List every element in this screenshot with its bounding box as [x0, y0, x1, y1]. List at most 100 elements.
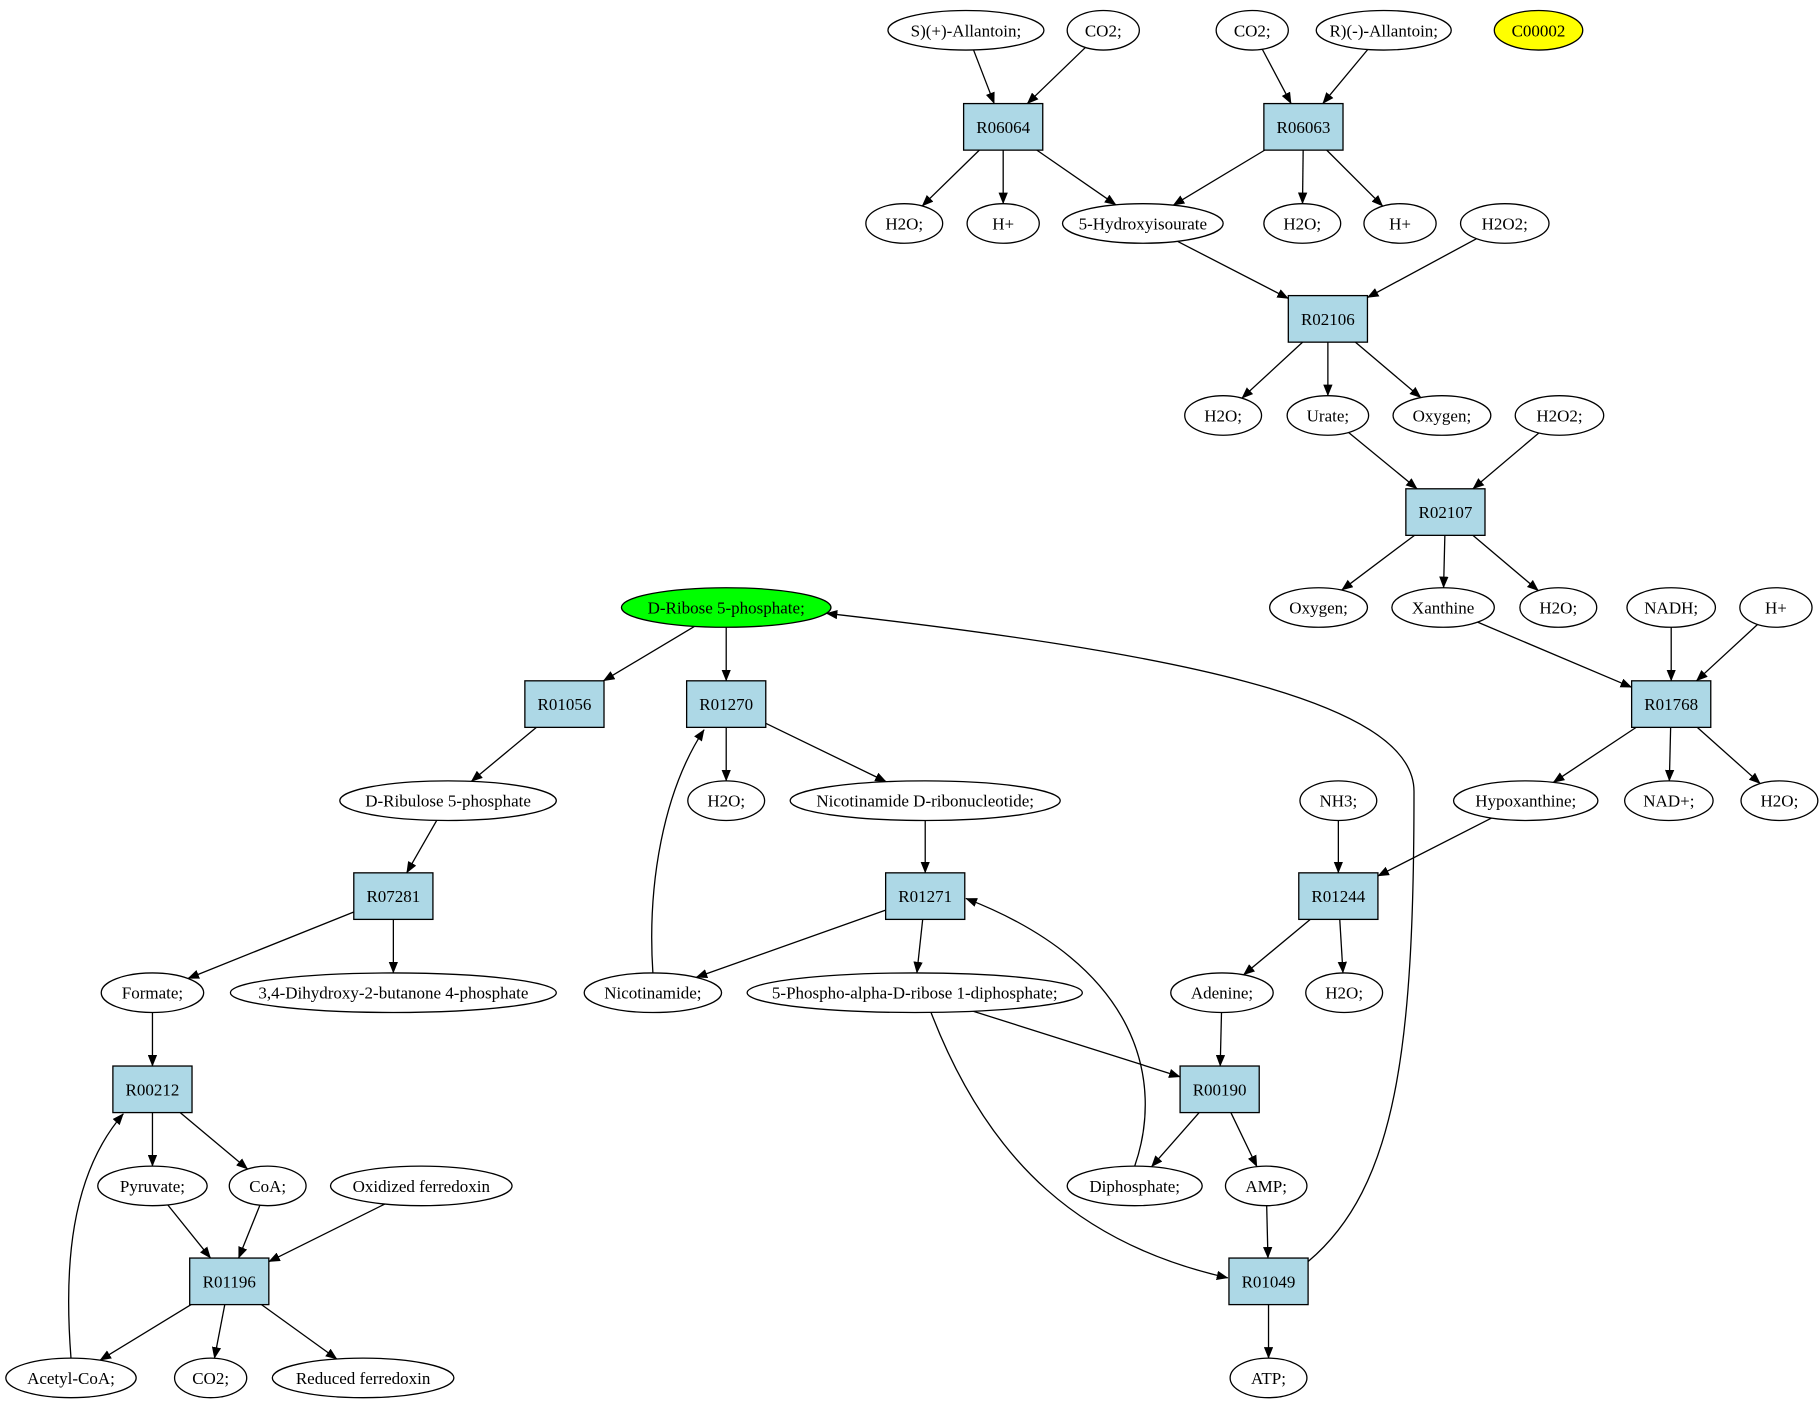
compound-node-s_allantoin[interactable]: S)(+)-Allantoin; — [887, 9, 1045, 51]
compound-node-nadh[interactable]: NADH; — [1626, 587, 1717, 628]
edge-R06063-to-hydroxyisourate — [1172, 150, 1264, 205]
reaction-box — [1298, 872, 1379, 921]
compound-node-h2o2_a[interactable]: H2O2; — [1459, 203, 1550, 244]
reaction-node-R01768[interactable]: R01768 — [1630, 680, 1712, 729]
compound-node-co2_b[interactable]: CO2; — [1215, 9, 1289, 51]
compound-node-hypoxanthine[interactable]: Hypoxanthine; — [1452, 780, 1599, 822]
compound-node-nh3[interactable]: NH3; — [1299, 780, 1378, 822]
reaction-node-R01056[interactable]: R01056 — [524, 680, 605, 729]
compound-node-h2o_b[interactable]: H2O; — [1263, 203, 1342, 244]
compound-ellipse — [329, 1165, 513, 1207]
edge-R06064-to-hydroxyisourate — [1037, 150, 1117, 205]
compound-node-urate[interactable]: Urate; — [1286, 395, 1370, 436]
compound-ellipse — [1066, 1165, 1203, 1207]
compound-node-oxygen_b[interactable]: Oxygen; — [1269, 587, 1369, 628]
reaction-node-R07281[interactable]: R07281 — [353, 872, 434, 921]
node-label: AMP; — [1245, 1177, 1287, 1196]
compound-ellipse — [887, 9, 1045, 51]
compound-ellipse — [1452, 780, 1599, 822]
compound-ellipse — [687, 780, 766, 822]
compound-node-nicotinamide[interactable]: Nicotinamide; — [583, 972, 723, 1014]
compound-node-dhbp[interactable]: 3,4-Dihydroxy-2-butanone 4-phosphate — [229, 972, 557, 1014]
compound-node-adenine[interactable]: Adenine; — [1170, 972, 1274, 1014]
compound-node-h2o_f[interactable]: H2O; — [1305, 972, 1384, 1014]
compound-node-xanthine[interactable]: Xanthine — [1391, 587, 1495, 628]
compound-ellipse — [1392, 395, 1492, 436]
compound-node-h2o2_b[interactable]: H2O2; — [1514, 395, 1605, 436]
compound-node-pyruvate[interactable]: Pyruvate; — [97, 1165, 208, 1207]
compound-ellipse — [1066, 9, 1140, 51]
node-label: H+ — [1389, 214, 1411, 233]
compound-node-hplus_a[interactable]: H+ — [966, 203, 1040, 244]
reaction-node-R02107[interactable]: R02107 — [1405, 488, 1486, 536]
compound-node-nmn[interactable]: Nicotinamide D-ribonucleotide; — [789, 780, 1061, 822]
compound-node-h2o_a[interactable]: H2O; — [865, 203, 944, 244]
compound-ellipse — [339, 780, 557, 822]
compound-node-co2_c[interactable]: CO2; — [173, 1357, 248, 1399]
compound-node-c00002[interactable]: C00002 — [1493, 9, 1584, 51]
compound-node-nadplus[interactable]: NAD+; — [1623, 780, 1714, 822]
compound-node-coa[interactable]: CoA; — [228, 1165, 307, 1207]
compound-ellipse — [1623, 780, 1714, 822]
reaction-node-R01196[interactable]: R01196 — [189, 1257, 270, 1306]
compound-node-formate[interactable]: Formate; — [100, 972, 205, 1014]
compound-node-hplus_c[interactable]: H+ — [1739, 587, 1813, 628]
node-label: H2O; — [1325, 984, 1363, 1003]
compound-node-oxfd[interactable]: Oxidized ferredoxin — [329, 1165, 513, 1207]
compound-ellipse — [1514, 395, 1605, 436]
compound-node-atp[interactable]: ATP; — [1229, 1357, 1308, 1399]
compound-node-h2o_c[interactable]: H2O; — [1184, 395, 1263, 436]
edge-prpp-to-R00190 — [973, 1011, 1181, 1078]
node-label: NADH; — [1644, 598, 1698, 617]
reaction-box — [1630, 680, 1712, 729]
reaction-node-R00212[interactable]: R00212 — [112, 1065, 193, 1114]
compound-node-h2o_g[interactable]: H2O; — [687, 780, 766, 822]
node-label: 5-Phospho-alpha-D-ribose 1-diphosphate; — [772, 984, 1058, 1003]
compound-node-co2_a[interactable]: CO2; — [1066, 9, 1140, 51]
compound-ellipse — [1363, 203, 1437, 244]
compound-ellipse — [1224, 1165, 1308, 1207]
compound-node-ribulose5p[interactable]: D-Ribulose 5-phosphate — [339, 780, 557, 822]
edge-urate-to-R02107 — [1349, 433, 1417, 489]
reaction-box — [962, 102, 1044, 151]
compound-node-h2o_d[interactable]: H2O; — [1519, 587, 1598, 628]
reaction-node-R01244[interactable]: R01244 — [1298, 872, 1379, 921]
edge-co2_a-to-R06064 — [1027, 47, 1085, 103]
compound-node-h2o_e[interactable]: H2O; — [1740, 780, 1819, 822]
node-label: R06063 — [1277, 118, 1331, 137]
compound-ellipse — [271, 1357, 455, 1399]
reaction-node-R00190[interactable]: R00190 — [1179, 1065, 1260, 1114]
compound-node-oxygen_a[interactable]: Oxygen; — [1392, 395, 1492, 436]
compound-node-hydroxyisourate[interactable]: 5-Hydroxyisourate — [1061, 203, 1224, 244]
edge-R07281-to-formate — [187, 912, 354, 978]
compound-ellipse — [1493, 9, 1584, 51]
edge-hydroxyisourate-to-R02106 — [1177, 241, 1289, 298]
reaction-node-R06064[interactable]: R06064 — [962, 102, 1044, 151]
compound-ellipse — [1299, 780, 1378, 822]
reaction-node-R01049[interactable]: R01049 — [1228, 1257, 1309, 1306]
compound-node-hplus_b[interactable]: H+ — [1363, 203, 1437, 244]
node-label: S)(+)-Allantoin; — [911, 21, 1022, 40]
compound-node-amp[interactable]: AMP; — [1224, 1165, 1308, 1207]
compound-node-acetylcoa[interactable]: Acetyl-CoA; — [5, 1357, 137, 1399]
edge-R01196-to-acetylcoa — [99, 1305, 191, 1361]
node-label: NH3; — [1319, 792, 1357, 811]
compound-ellipse — [173, 1357, 248, 1399]
compound-ellipse — [1740, 780, 1819, 822]
node-label: Urate; — [1307, 406, 1349, 425]
node-label: Oxidized ferredoxin — [353, 1177, 491, 1196]
compound-node-r_allantoin[interactable]: R)(-)-Allantoin; — [1315, 9, 1452, 51]
compound-ellipse — [1170, 972, 1274, 1014]
node-label: R00212 — [126, 1080, 180, 1099]
compound-node-redfd[interactable]: Reduced ferredoxin — [271, 1357, 455, 1399]
compound-node-ribose5p[interactable]: D-Ribose 5-phosphate; — [620, 587, 832, 628]
reaction-box — [1405, 488, 1486, 536]
reaction-node-R02106[interactable]: R02106 — [1287, 294, 1369, 343]
reaction-node-R01270[interactable]: R01270 — [685, 680, 767, 729]
reaction-box — [112, 1065, 193, 1114]
reaction-node-R01271[interactable]: R01271 — [884, 872, 966, 921]
compound-node-diphosphate[interactable]: Diphosphate; — [1066, 1165, 1203, 1207]
compound-node-prpp[interactable]: 5-Phospho-alpha-D-ribose 1-diphosphate; — [746, 972, 1083, 1014]
reaction-node-R06063[interactable]: R06063 — [1263, 102, 1344, 151]
compound-ellipse — [1459, 203, 1550, 244]
